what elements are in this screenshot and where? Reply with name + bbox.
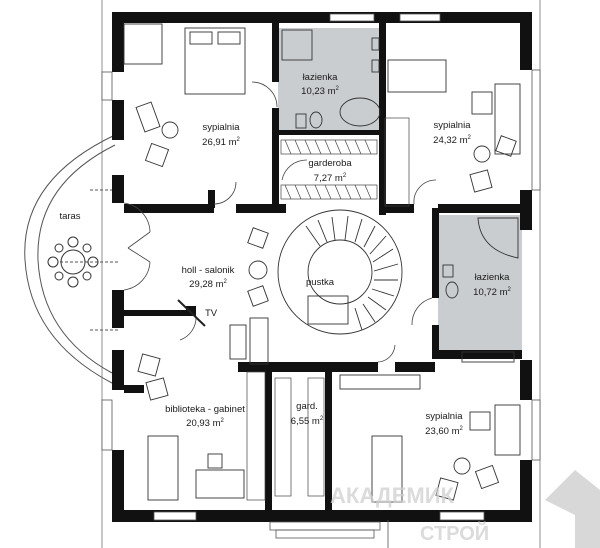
svg-text:łazienka: łazienka — [475, 272, 511, 283]
svg-text:24,32 m2: 24,32 m2 — [433, 135, 471, 146]
room-biblioteka-gabinet: biblioteka - gabinet 20,93 m2 — [165, 404, 245, 429]
terrace-outline — [24, 134, 120, 384]
furniture — [123, 23, 521, 503]
svg-text:sypialnia: sypialnia — [426, 411, 464, 422]
svg-text:6,55 m2: 6,55 m2 — [291, 416, 324, 427]
svg-text:łazienka: łazienka — [303, 72, 339, 83]
svg-text:sypialnia: sypialnia — [203, 122, 241, 133]
room-lazienka-north: łazienka 10,23 m2 — [301, 72, 339, 97]
windows — [101, 13, 541, 521]
svg-text:garderoba: garderoba — [308, 158, 352, 169]
bathroom-floor-north — [278, 28, 381, 132]
bathroom-floor-east — [438, 215, 522, 350]
svg-text:holl - salonik: holl - salonik — [182, 265, 235, 276]
wardrobes — [246, 117, 410, 501]
room-taras: taras — [59, 211, 80, 222]
watermark-logo: АКАДЕМИК СТРОЙ — [330, 470, 600, 548]
tv-label: TV — [205, 308, 218, 319]
svg-text:gard.: gard. — [296, 401, 318, 412]
room-sypialnia-se: sypialnia 23,60 m2 — [425, 411, 463, 437]
room-gard: gard. 6,55 m2 — [291, 401, 324, 427]
svg-text:29,28 m2: 29,28 m2 — [189, 279, 227, 290]
svg-text:26,91 m2: 26,91 m2 — [202, 137, 240, 148]
svg-text:pustka: pustka — [306, 277, 335, 288]
door-swings — [123, 81, 437, 363]
svg-text:23,60 m2: 23,60 m2 — [425, 426, 463, 437]
staircase — [277, 209, 403, 335]
room-sypialnia-nw: sypialnia 26,91 m2 — [202, 122, 240, 148]
svg-text:biblioteka - gabinet: biblioteka - gabinet — [165, 404, 245, 415]
tv-stand — [177, 299, 206, 327]
room-sypialnia-ne: sypialnia 24,32 m2 — [433, 120, 471, 146]
room-pustka: pustka — [306, 277, 335, 288]
terrace-table-icon — [47, 236, 99, 288]
walls — [112, 12, 532, 522]
svg-text:taras: taras — [59, 211, 80, 222]
svg-text:10,72 m2: 10,72 m2 — [473, 287, 511, 298]
room-garderoba: garderoba 7,27 m2 — [308, 158, 352, 184]
room-holl-salonik: holl - salonik 29,28 m2 — [182, 265, 235, 290]
svg-text:10,23 m2: 10,23 m2 — [301, 86, 339, 97]
room-lazienka-east: łazienka 10,72 m2 — [473, 272, 511, 298]
entry-steps — [269, 520, 389, 548]
svg-text:sypialnia: sypialnia — [434, 120, 472, 131]
bed-icon — [184, 27, 246, 95]
svg-text:20,93 m2: 20,93 m2 — [186, 418, 224, 429]
svg-text:СТРОЙ: СТРОЙ — [420, 521, 489, 545]
svg-text:7,27 m2: 7,27 m2 — [314, 173, 347, 184]
svg-text:АКАДЕМИК: АКАДЕМИК — [330, 483, 455, 508]
